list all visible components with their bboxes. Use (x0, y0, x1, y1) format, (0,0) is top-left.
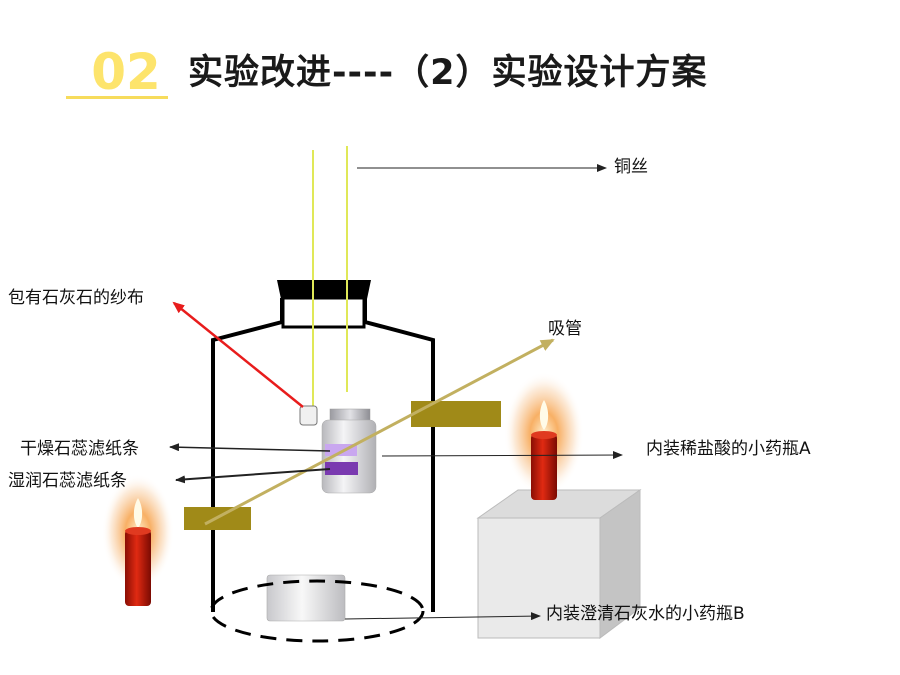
label-dry-litmus-strip: 干燥石蕊滤纸条 (20, 439, 139, 459)
slide-title: 实验改进----（2）实验设计方案 (188, 53, 708, 93)
candle-body-left (125, 530, 151, 606)
support-cube (476, 489, 642, 639)
pointer-gauze (172, 301, 304, 408)
candle-top-left (125, 527, 151, 535)
label-straw: 吸管 (548, 319, 582, 339)
jar-stopper (277, 280, 371, 299)
pointer-vial-b (344, 612, 541, 621)
vial-b-dashed-circle (209, 579, 425, 643)
cube-side (599, 489, 641, 639)
label-copper-wire: 铜丝 (614, 157, 648, 177)
flame-right (539, 400, 549, 430)
label-limestone-gauze: 包有石灰石的纱布 (8, 288, 144, 308)
slide-number: 02 (91, 43, 161, 101)
label-vial-a: 内装稀盐酸的小药瓶A (646, 439, 811, 459)
pointer-dry-strip (169, 443, 331, 452)
straw (204, 338, 555, 526)
pointer-vial-a (381, 451, 623, 460)
vial-a (321, 408, 377, 494)
candle-top-right (531, 431, 557, 439)
vial-b (209, 574, 425, 643)
flame-left (133, 498, 143, 528)
limestone-gauze (299, 405, 318, 426)
vial-a-cap (329, 408, 371, 422)
straw-holder-right (411, 401, 501, 427)
jar-neck (281, 296, 366, 329)
pointer-wet-strip (175, 468, 331, 484)
label-vial-b: 内装澄清石灰水的小药瓶B (546, 604, 745, 624)
candle-body-right (531, 434, 557, 500)
slide-number-underline (66, 96, 168, 99)
vial-b-body (266, 574, 346, 622)
label-wet-litmus-strip: 湿润石蕊滤纸条 (8, 471, 127, 491)
wet-litmus-strip (325, 462, 358, 475)
candle-left (102, 474, 174, 606)
candle-right (504, 372, 584, 500)
